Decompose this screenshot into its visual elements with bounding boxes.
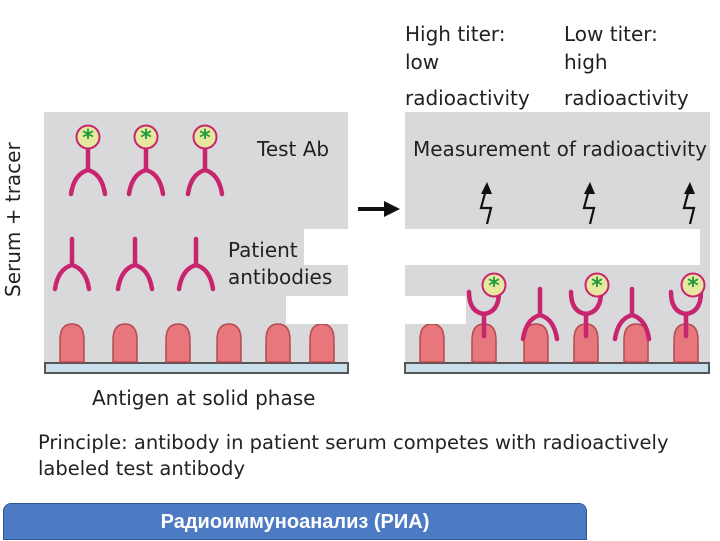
principle-line1: Principle: antibody in patient serum com… [38,431,669,454]
high-titer-line1: High titer: [405,22,506,46]
antigen [216,323,242,363]
test-antibody [129,124,163,195]
arrow-right-icon [358,201,400,217]
white-overlay [286,296,466,324]
test-ab-label: Test Ab [257,137,330,161]
white-overlay [304,229,700,265]
low-titer-line3: radioactivity [564,86,689,110]
slide-title-bar: Радиоиммуноанализ (РИА) [3,503,587,540]
low-titer-line1: Low titer: [564,22,658,46]
solid-phase-left [44,362,349,374]
patient-label-line1: Patient [228,238,298,262]
high-titer-line3: radioactivity [405,86,530,110]
antigen [59,323,85,363]
antigen [112,323,138,363]
principle-line2: labeled test antibody [38,457,245,480]
solid-phase-right [404,362,710,374]
radiation-arrow-icon [682,180,697,226]
bound-test-antibody [671,272,706,337]
radiation-arrow-icon [582,180,597,226]
antigen [419,323,445,363]
antigen-label: Antigen at solid phase [92,386,316,410]
principle-text: Principle: antibody in patient serum com… [38,430,708,482]
measurement-label: Measurement of radioactivity [413,137,707,161]
low-titer-line2: high [564,50,608,74]
test-antibody [188,124,222,195]
test-antibody [71,124,105,195]
antigen [309,323,335,363]
patient-antibody [118,239,152,289]
patient-antibody [179,239,213,289]
patient-antibody [55,239,89,289]
high-titer-line2: low [405,50,440,74]
antigen [165,323,191,363]
antigen [265,323,291,363]
serum-tracer-label: Serum + tracer [1,142,25,297]
radiation-arrow-icon [479,180,494,226]
patient-label-line2: antibodies [228,265,333,289]
